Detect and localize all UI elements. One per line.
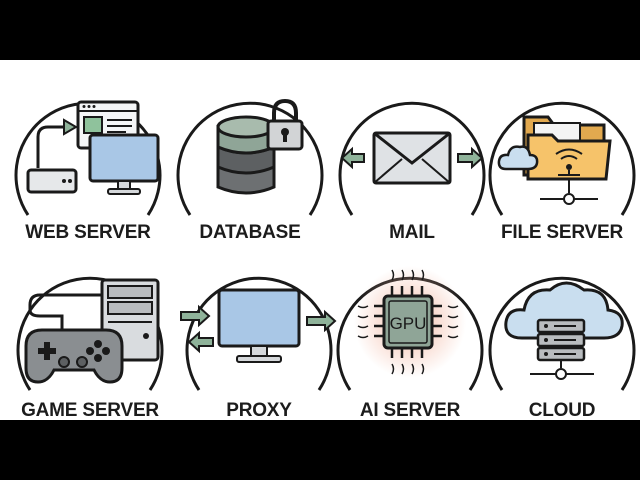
label-mail: MAIL: [389, 222, 435, 243]
ai-server-icon: GPU: [336, 266, 484, 391]
game-server-icon: [16, 276, 164, 391]
file-server-icon: [488, 101, 636, 216]
web-server-icon: [14, 100, 162, 216]
label-proxy: PROXY: [226, 400, 292, 421]
diagram-canvas: WEB SERVER DATABASE: [0, 60, 640, 421]
tile-cloud: CLOUD: [482, 250, 640, 430]
label-database: DATABASE: [199, 222, 301, 243]
label-file-server: FILE SERVER: [500, 222, 624, 243]
label-game-server: GAME SERVER: [21, 400, 159, 421]
gpu-chip-label: GPU: [390, 314, 427, 333]
tile-web-server: WEB SERVER: [8, 75, 168, 255]
tile-ai-server: GPU AI SERVER: [330, 250, 490, 430]
tile-file-server: FILE SERVER: [482, 75, 640, 255]
cloud-icon: [488, 276, 636, 391]
tile-database: DATABASE: [170, 75, 330, 255]
label-ai-server: AI SERVER: [359, 400, 461, 421]
tile-mail: MAIL: [332, 75, 492, 255]
tile-game-server: GAME SERVER: [10, 250, 170, 430]
label-web-server: WEB SERVER: [25, 222, 151, 243]
proxy-icon: [180, 276, 337, 391]
label-cloud: CLOUD: [528, 400, 596, 421]
tile-proxy: PROXY: [179, 250, 339, 430]
database-icon: [176, 98, 324, 216]
mail-icon: [338, 101, 486, 216]
